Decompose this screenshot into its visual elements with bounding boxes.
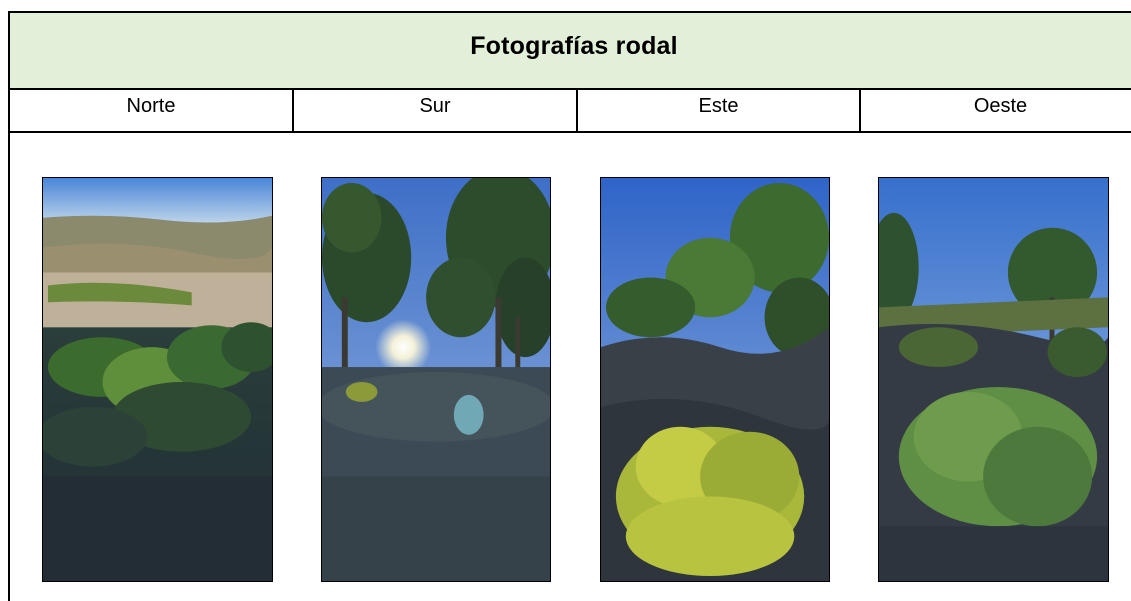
photo-table: Fotografías rodal Norte Sur Este Oeste (8, 11, 1131, 601)
column-divider (859, 90, 861, 131)
photo-norte (42, 177, 273, 582)
column-header-norte: Norte (126, 95, 176, 117)
column-header-oeste: Oeste (973, 95, 1028, 117)
column-divider (292, 90, 294, 131)
photo-este (600, 177, 830, 582)
table-title-row: Fotografías rodal (10, 13, 1131, 90)
column-header-row: Norte Sur Este Oeste (10, 90, 1131, 133)
photo-oeste (878, 177, 1109, 582)
column-header-este: Este (698, 95, 739, 117)
table-title: Fotografías rodal (470, 32, 678, 60)
column-divider (576, 90, 578, 131)
column-header-sur: Sur (419, 95, 451, 117)
photo-sur (321, 177, 551, 582)
